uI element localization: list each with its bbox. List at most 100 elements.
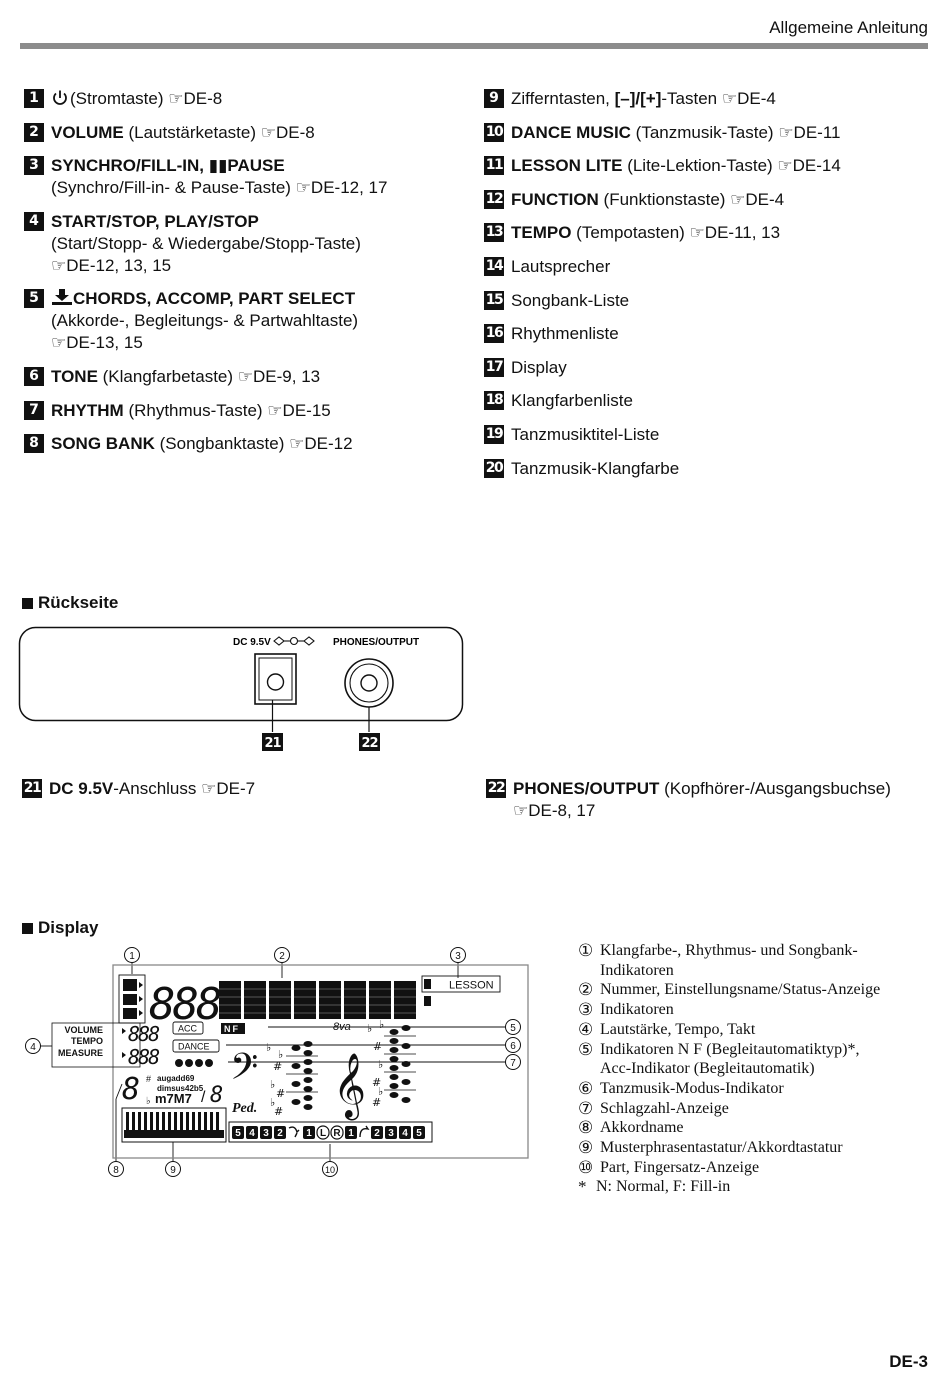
svg-text:♭: ♭	[379, 1018, 384, 1031]
finger-label: 3	[263, 1128, 269, 1139]
finger-label: 4	[402, 1128, 408, 1139]
callout-2: 2	[279, 951, 285, 962]
legend-text: Acc-Indikator (Begleitautomatik)	[600, 1060, 815, 1078]
svg-text:#: #	[146, 1074, 151, 1084]
lcd-nf: NF	[224, 1024, 240, 1034]
legend-number: ⑥	[578, 1078, 594, 1098]
callout-3: 3	[455, 951, 461, 962]
item-text: (Stromtaste) ☞DE-8	[70, 89, 223, 108]
page-header-title: Allgemeine Anleitung	[769, 18, 928, 37]
item-number: 9	[484, 89, 504, 108]
item-ref: ☞DE-8, 17	[513, 801, 596, 820]
control-list-left: 1 (Stromtaste) ☞DE-8 2 VOLUME (Lautstärk…	[24, 88, 464, 467]
svg-text:♭: ♭	[367, 1022, 372, 1035]
finger-label: 1	[348, 1128, 354, 1139]
item-text: (Start/Stopp- & Wiedergabe/Stopp-Taste)	[51, 233, 361, 253]
item-text: (Lautstärketaste) ☞DE-8	[123, 122, 315, 142]
callout-22: 22	[361, 736, 377, 751]
legend-text: Schlagzahl-Anzeige	[600, 1099, 729, 1117]
lcd-tempo: TEMPO	[71, 1036, 103, 1046]
legend-number: ⑩	[578, 1157, 594, 1177]
finger-label: 5	[416, 1128, 422, 1139]
item-number: 20	[484, 458, 504, 478]
finger-label: 2	[374, 1128, 380, 1139]
section-bullet	[22, 597, 33, 609]
phones-label: PHONES/OUTPUT	[333, 637, 419, 648]
item-label: [–]/[+]	[614, 89, 662, 108]
svg-text:#: #	[276, 1087, 285, 1100]
svg-text:♭: ♭	[278, 1048, 283, 1061]
item-number: 14	[484, 256, 504, 276]
item-text: Zifferntasten,	[511, 89, 615, 108]
item-label: PHONES/OUTPUT	[513, 779, 660, 798]
lcd-keyboard-keys	[124, 1112, 224, 1138]
legend-number: ⑨	[578, 1138, 594, 1158]
legend-text: Indikatoren N F (Begleitautomatiktyp)*,	[600, 1040, 860, 1058]
legend-text: Part, Fingersatz-Anzeige	[600, 1158, 760, 1176]
item-number: 16	[484, 324, 504, 344]
lcd-note-column-right	[389, 1025, 411, 1103]
callout-4: 4	[30, 1042, 36, 1053]
lcd-frame	[112, 964, 529, 1159]
list-item: 3 SYNCHRO/FILL-IN, ▮▮PAUSE(Synchro/Fill-…	[24, 155, 464, 199]
dc-jack	[254, 653, 297, 705]
svg-text:/: /	[201, 1089, 206, 1106]
svg-text:𝄞: 𝄞	[333, 1053, 366, 1120]
svg-text:♭: ♭	[378, 1085, 383, 1098]
item-ref: ☞DE-13, 15	[51, 333, 143, 353]
item-label: RHYTHM	[51, 400, 124, 420]
item-number: 3	[24, 156, 44, 176]
item-label: FUNCTION	[511, 189, 599, 209]
finger-label: 5	[235, 1128, 241, 1139]
lcd-chord-ext-2: dimsus42b5	[157, 1084, 204, 1093]
lcd-mini-keyboard	[121, 1107, 227, 1143]
list-item: 8 SONG BANK (Songbanktaste) ☞DE-12	[24, 433, 464, 455]
legend-number: ④	[578, 1019, 594, 1039]
item-number: 5	[24, 289, 44, 309]
item-text: -Tasten ☞DE-4	[661, 89, 776, 108]
svg-text:#: #	[373, 1040, 382, 1053]
item-label: CHORDS, ACCOMP, PART SELECT	[73, 289, 356, 309]
section-bullet	[22, 922, 33, 934]
power-icon	[53, 90, 67, 105]
rear-panel-diagram: DC 9.5V PHONES/OUTPUT 21 22	[18, 626, 464, 751]
item-label: VOLUME	[51, 122, 124, 142]
legend-text: Indikatoren	[600, 1001, 674, 1019]
item-number: 17	[484, 357, 504, 377]
item-text: Klangfarbenliste	[511, 391, 633, 411]
footnote-text: N: Normal, F: Fill-in	[596, 1178, 731, 1196]
lcd-chord-ext-1: augadd69	[157, 1074, 195, 1083]
item-text: -Anschluss ☞DE-7	[113, 779, 256, 798]
lcd-pedal: Ped.	[232, 1101, 257, 1116]
svg-text:♭: ♭	[270, 1078, 275, 1091]
callout-8: 8	[113, 1165, 119, 1176]
lcd-dance: DANCE	[178, 1042, 210, 1052]
callout-10: 10	[325, 1165, 335, 1175]
item-label: TEMPO	[511, 223, 572, 243]
lcd-note-column-left	[291, 1041, 313, 1110]
item-text: Tanzmusik-Klangfarbe	[511, 458, 680, 478]
legend-number: ⑤	[578, 1039, 594, 1059]
callout-7: 7	[510, 1058, 516, 1069]
item-number: 4	[24, 211, 44, 231]
finger-label: 2	[277, 1128, 283, 1139]
item-number: 7	[24, 400, 44, 420]
lcd-fingering-row	[228, 1121, 433, 1143]
item-text: (Klangfarbetaste) ☞DE-9, 13	[97, 366, 321, 386]
item-text: (Tempotasten) ☞DE-11, 13	[571, 223, 781, 243]
item-text: Songbank-Liste	[511, 290, 630, 310]
svg-text:#: #	[274, 1105, 283, 1118]
item-text: (Kopfhörer-/Ausgangsbuchse)	[659, 779, 891, 798]
svg-text:♭: ♭	[270, 1096, 275, 1109]
item-label: TONE	[51, 366, 98, 386]
svg-text:#: #	[372, 1096, 381, 1109]
item-text: (Synchro/Fill-in- & Pause-Taste) ☞DE-12,…	[51, 178, 388, 198]
item-number: 8	[24, 434, 44, 454]
